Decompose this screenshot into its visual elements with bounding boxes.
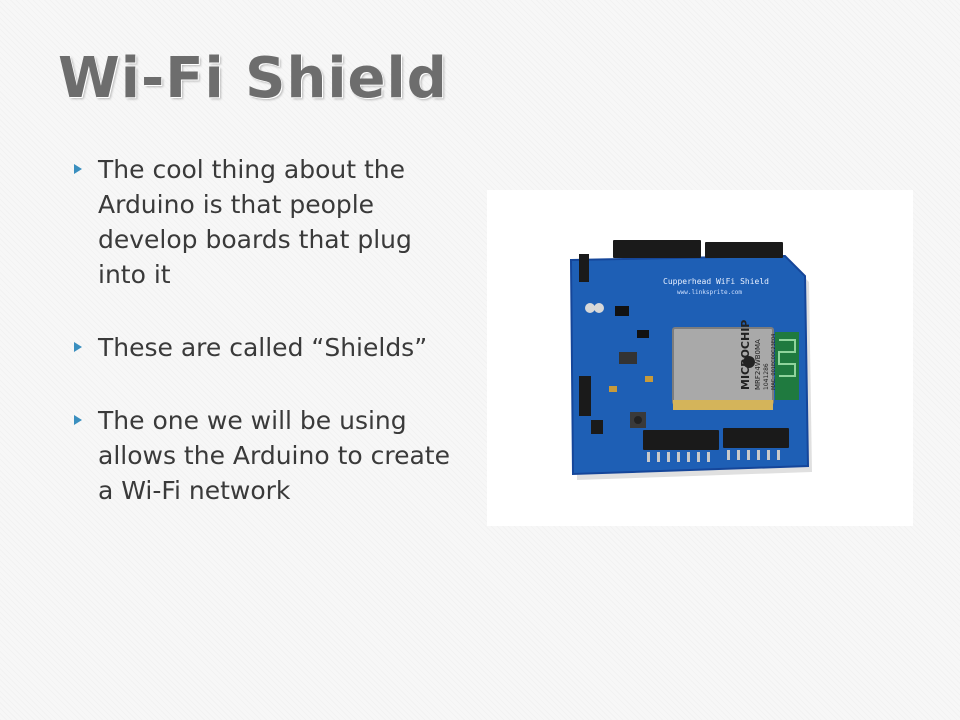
- chip-brand: MICROCHIP: [739, 320, 752, 390]
- chip-model: MRF24WB0MA: [754, 339, 762, 390]
- chip-code: 1041286: [763, 363, 770, 390]
- wifi-shield-photo: Cupperhead WiFi Shield www.linksprite.co…: [487, 190, 913, 526]
- header-top-right: [705, 242, 783, 258]
- header-bottom-right: [723, 428, 789, 448]
- board-url: www.linksprite.com: [677, 289, 742, 296]
- bullet-list: The cool thing about the Arduino is that…: [72, 152, 464, 546]
- triangle-bullet-icon: [74, 415, 82, 425]
- triangle-bullet-icon: [74, 164, 82, 174]
- header-bottom-left: [643, 430, 719, 450]
- wifi-shield-illustration: Cupperhead WiFi Shield www.linksprite.co…: [569, 240, 812, 480]
- header-top-left: [613, 240, 701, 258]
- bullet-text: These are called “Shields”: [98, 333, 428, 362]
- bullet-item: These are called “Shields”: [72, 330, 464, 365]
- bullet-text: The one we will be using allows the Ardu…: [98, 406, 450, 505]
- microchip-logo-icon: [743, 356, 755, 368]
- bullet-text: The cool thing about the Arduino is that…: [98, 155, 412, 289]
- triangle-bullet-icon: [74, 342, 82, 352]
- bullet-item: The one we will be using allows the Ardu…: [72, 403, 464, 508]
- slide-title: Wi-Fi Shield: [58, 46, 448, 111]
- board-label: Cupperhead WiFi Shield: [663, 277, 769, 286]
- chip-mac: MAC: 001EC00C23E04: [771, 334, 777, 390]
- bullet-item: The cool thing about the Arduino is that…: [72, 152, 464, 292]
